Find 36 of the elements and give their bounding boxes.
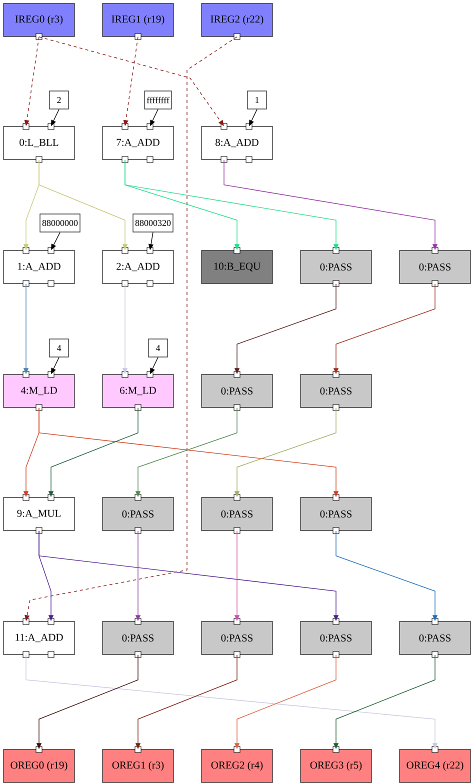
- operation-box: 1:A_ADD: [3, 247, 75, 287]
- operation-box: 11:A_ADD: [3, 618, 75, 658]
- constant-box: 4: [148, 338, 168, 358]
- pass-box: 0:PASS: [300, 618, 372, 658]
- output-register-box: OREG1 (r3): [102, 746, 174, 783]
- pass-box: 0:PASS: [300, 371, 372, 411]
- constant-box: ffffffff: [144, 90, 172, 110]
- constant-box: 2: [49, 90, 69, 110]
- operation-box: 2:A_ADD: [102, 247, 174, 287]
- constant-box: 4: [49, 338, 69, 358]
- operation-box: 9:A_MUL: [3, 494, 75, 534]
- operation-box: 0:L_BLL: [3, 123, 75, 163]
- output-register-box: OREG3 (r5): [300, 746, 372, 783]
- constant-box: 88000320: [132, 214, 174, 232]
- pass-box: 0:PASS: [102, 494, 174, 534]
- pass-box: 0:PASS: [201, 371, 273, 411]
- pass-box: 0:PASS: [201, 618, 273, 658]
- pass-box: 0:PASS: [300, 494, 372, 534]
- output-register-box: OREG2 (r4): [201, 746, 273, 783]
- pass-box: 0:PASS: [399, 247, 471, 287]
- input-register-box: IREG0 (r3): [3, 3, 75, 40]
- operation-box: 7:A_ADD: [102, 123, 174, 163]
- output-register-box: OREG4 (r22): [399, 746, 471, 783]
- pass-box: 0:PASS: [201, 494, 273, 534]
- input-register-box: IREG1 (r19): [102, 3, 174, 40]
- output-register-box: OREG0 (r19): [3, 746, 75, 783]
- pass-box: 0:PASS: [300, 247, 372, 287]
- load-box: 4:M_LD: [3, 371, 75, 411]
- operation-box: 8:A_ADD: [201, 123, 273, 163]
- input-register-box: IREG2 (r22): [201, 3, 273, 40]
- constant-box: 88000000: [40, 214, 80, 232]
- operation-box: 10:B_EQU: [201, 247, 273, 284]
- constant-box: 1: [247, 90, 267, 110]
- pass-box: 0:PASS: [399, 618, 471, 658]
- load-box: 6:M_LD: [102, 371, 174, 411]
- pass-box: 0:PASS: [102, 618, 174, 658]
